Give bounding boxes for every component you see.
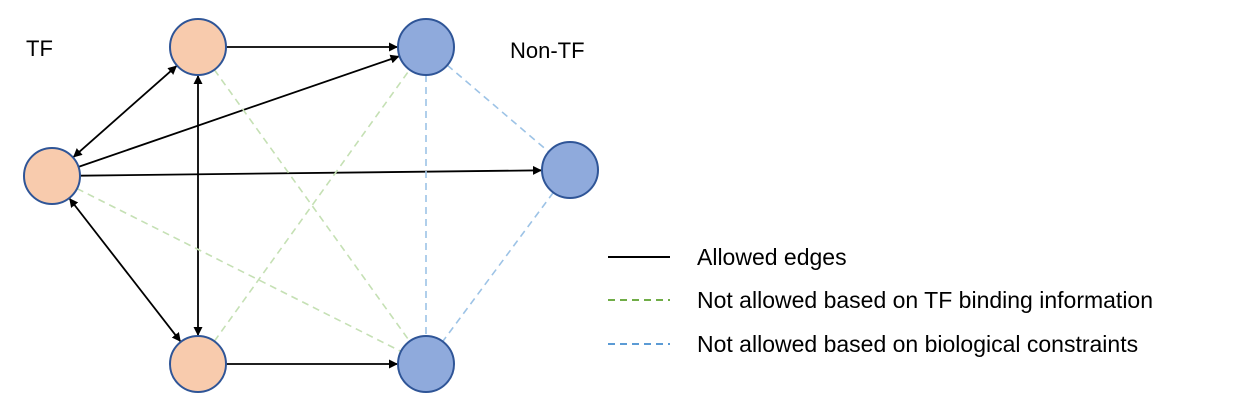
- non-tf-group-label: Non-TF: [510, 38, 585, 63]
- nodes-layer: [23, 18, 599, 393]
- biological-edge-ntf_right-ntf_bottom: [442, 192, 554, 342]
- tf-binding-edge-tf_left-ntf_bottom: [76, 187, 402, 353]
- node-tf-top: [169, 18, 227, 76]
- tf-binding-edge-tf_top-ntf_bottom: [213, 69, 411, 342]
- tf-binding-edge-tf_bottom-ntf_top: [213, 69, 411, 342]
- node-ntf-top: [397, 18, 455, 76]
- legend: Allowed edges Not allowed based on TF bi…: [608, 244, 1153, 357]
- node-tf-bottom: [169, 335, 227, 393]
- tf-group-label: TF: [26, 36, 53, 61]
- allowed-edge-tf_left-tf_bottom: [68, 197, 182, 343]
- biological-edge-ntf_top-ntf_right: [446, 64, 550, 153]
- edges-layer: [68, 42, 554, 369]
- legend-allowed-label: Allowed edges: [697, 244, 847, 270]
- node-tf-left: [23, 147, 81, 205]
- allowed-edge-tf_left-ntf_top: [78, 54, 400, 168]
- node-ntf-right: [541, 141, 599, 199]
- node-ntf-bottom: [397, 335, 455, 393]
- allowed-edge-tf_left-tf_top: [72, 64, 178, 159]
- allowed-edge-tf_left-ntf_right: [79, 165, 543, 177]
- legend-tf-binding-label: Not allowed based on TF binding informat…: [697, 287, 1153, 313]
- legend-biological-label: Not allowed based on biological constrai…: [697, 331, 1138, 357]
